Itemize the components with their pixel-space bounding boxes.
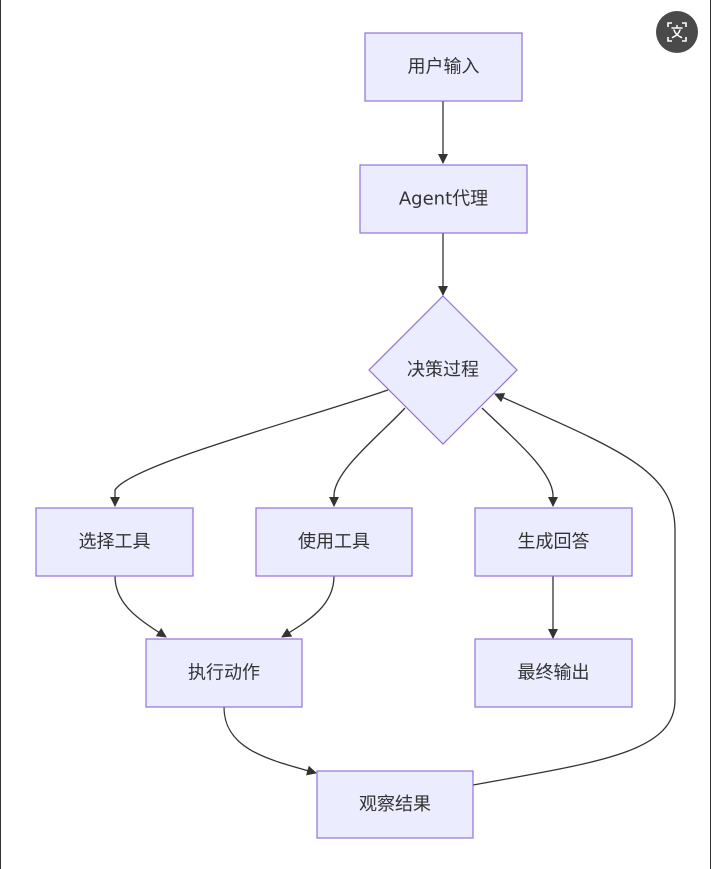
node-user-input: 用户输入 (364, 32, 523, 102)
node-observe-result: 观察结果 (316, 770, 474, 839)
node-use-tool-label: 使用工具 (298, 532, 370, 553)
node-agent-label: Agent代理 (399, 189, 488, 210)
node-use-tool: 使用工具 (255, 507, 413, 577)
edge-use-tool-to-execute (281, 575, 335, 638)
edge-decision-to-generate-answer (481, 407, 558, 507)
edge-decision-to-select-tool (110, 389, 389, 507)
edge-decision-to-use-tool (329, 407, 406, 507)
node-final-output: 最终输出 (474, 638, 633, 708)
translate-icon (667, 22, 687, 42)
translate-button[interactable] (656, 11, 698, 53)
node-generate-answer-label: 生成回答 (518, 532, 590, 553)
node-agent: Agent代理 (359, 164, 528, 234)
edge-execute-to-observe (223, 706, 317, 776)
node-observe-result-label: 观察结果 (359, 794, 431, 815)
node-select-tool: 选择工具 (35, 507, 194, 577)
node-decision-label: 决策过程 (407, 360, 479, 381)
node-select-tool-label: 选择工具 (79, 532, 151, 553)
edge-observe-to-decision (472, 393, 676, 786)
node-user-input-label: 用户输入 (408, 57, 480, 78)
node-decision: 决策过程 (368, 295, 518, 445)
node-execute-action-label: 执行动作 (188, 663, 260, 684)
edge-select-tool-to-execute (114, 575, 167, 638)
node-final-output-label: 最终输出 (518, 663, 590, 684)
node-generate-answer: 生成回答 (474, 507, 633, 577)
node-execute-action: 执行动作 (145, 638, 303, 708)
